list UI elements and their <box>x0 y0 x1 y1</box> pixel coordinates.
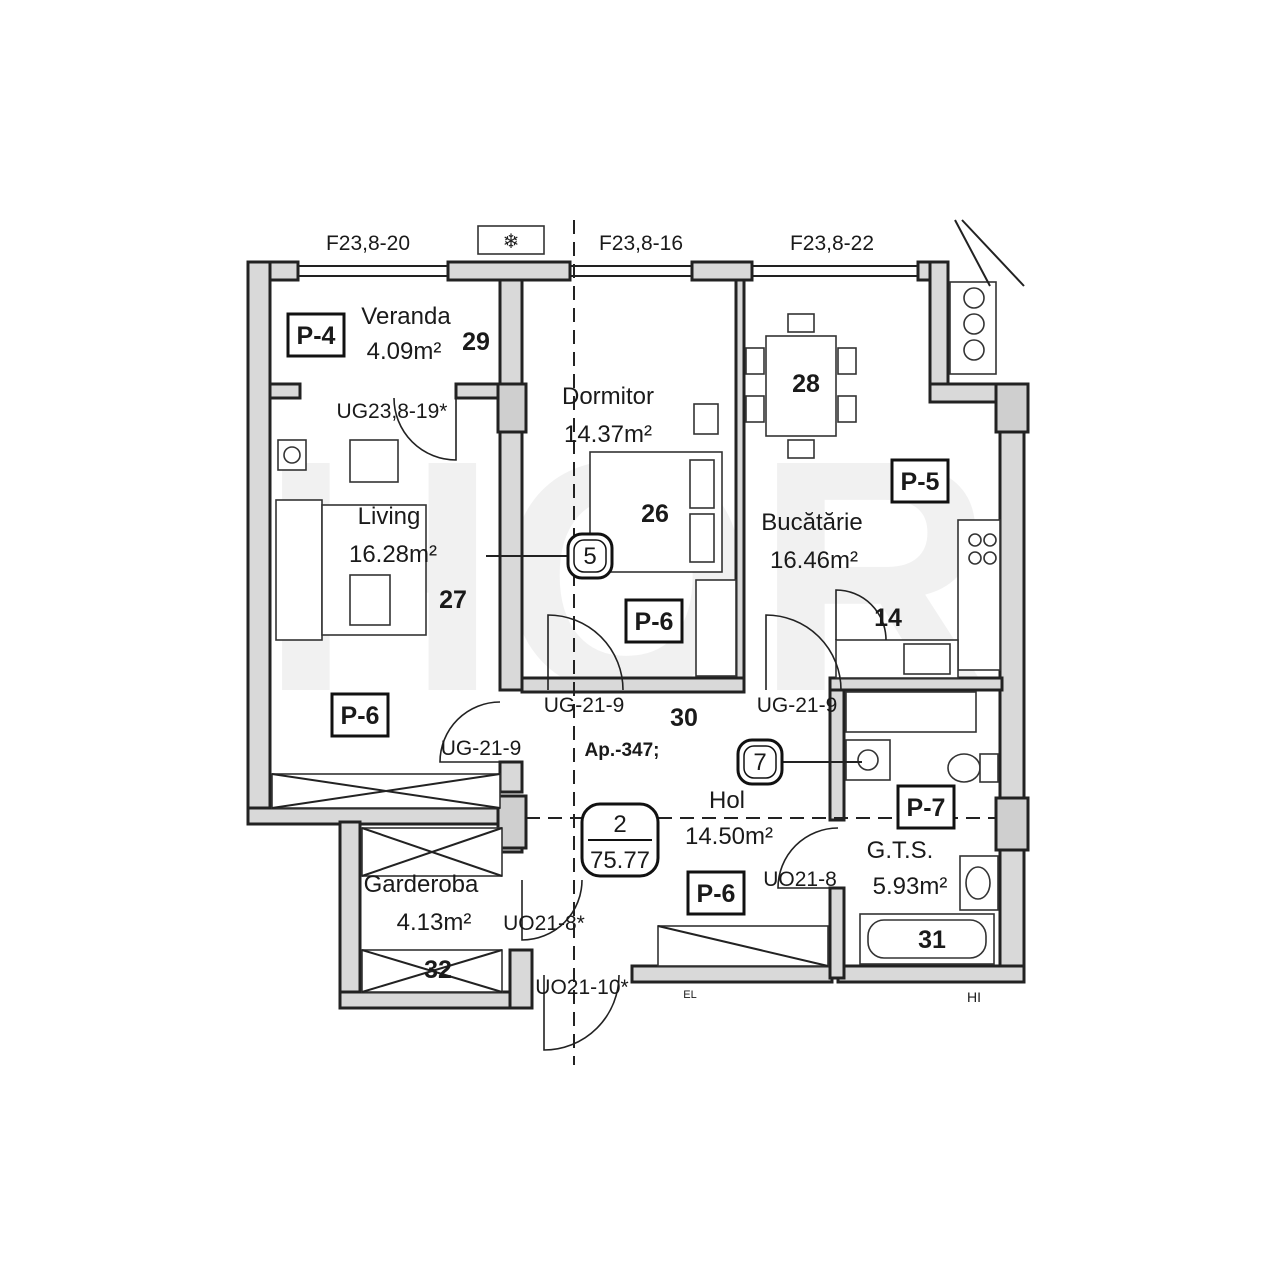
svg-text:P-6: P-6 <box>341 702 380 730</box>
room-name-living: Living <box>358 503 421 530</box>
svg-text:P-5: P-5 <box>901 468 940 496</box>
wardrobe-icon <box>271 773 829 993</box>
svg-text:P-6: P-6 <box>635 608 674 636</box>
room-number-gts: 31 <box>918 926 946 954</box>
door-label: UO21-8* <box>503 912 585 935</box>
svg-text:5: 5 <box>583 543 596 570</box>
svg-text:P-4: P-4 <box>297 322 336 350</box>
svg-text:P-6: P-6 <box>697 880 736 908</box>
room-number-dormitor: 26 <box>641 500 669 528</box>
door-label: UG-21-9 <box>544 694 625 717</box>
tag-p6-hol: P-6 <box>686 870 746 916</box>
inner-walls <box>268 278 1030 980</box>
tag-p4: P-4 <box>286 312 346 358</box>
room-area-gts: 5.93m² <box>873 873 948 900</box>
room-name-dormitor: Dormitor <box>562 383 654 410</box>
tag-p5: P-5 <box>890 458 950 504</box>
outer-walls <box>246 260 1026 1010</box>
ventilation-shaft-icon <box>949 219 1025 375</box>
room-number-veranda: 29 <box>462 328 490 356</box>
ac-unit-icon: ❄ <box>477 225 545 255</box>
mark-el: EL <box>683 989 696 1001</box>
room-area-garderoba: 4.13m² <box>397 909 472 936</box>
door-label: UO21-8 <box>763 868 837 891</box>
room-area-bucatarie: 16.46m² <box>770 547 858 574</box>
tag-p6-living: P-6 <box>330 692 390 738</box>
svg-text:P-7: P-7 <box>907 794 946 822</box>
door-swings <box>393 397 887 1051</box>
svg-text:❄: ❄ <box>503 229 520 253</box>
room-name-veranda: Veranda <box>361 303 451 330</box>
room-name-garderoba: Garderoba <box>364 871 479 898</box>
mark-hi: HI <box>967 989 981 1005</box>
apartment-number: 2 <box>613 811 626 838</box>
tag-p7: P-7 <box>896 784 956 830</box>
marker-5: 5 <box>486 532 614 580</box>
marker-7: 7 <box>736 738 862 786</box>
room-name-hol: Hol <box>709 787 745 814</box>
room-area-veranda: 4.09m² <box>367 338 442 365</box>
tag-p6-dormitor: P-6 <box>624 598 684 644</box>
window-label: F23,8-16 <box>599 232 683 255</box>
room-area-hol: 14.50m² <box>685 823 773 850</box>
room-area-living: 16.28m² <box>349 541 437 568</box>
door-label: UG-21-9 <box>441 737 522 760</box>
door-label: UG-21-9 <box>757 694 838 717</box>
window-label: F23,8-20 <box>326 232 410 255</box>
room-number-living: 27 <box>439 586 467 614</box>
door-label: UG23,8-19* <box>337 400 448 423</box>
window-label: F23,8-22 <box>790 232 874 255</box>
living-furniture <box>275 439 427 641</box>
room-area-dormitor: 14.37m² <box>564 421 652 448</box>
bathroom-fixtures <box>845 691 999 965</box>
door-label: UO21-10* <box>535 976 628 999</box>
apartment-badge: 2 75.77 <box>580 802 660 878</box>
apartment-label: Ap.-347; <box>585 740 660 761</box>
room-number-garderoba: 32 <box>424 956 452 984</box>
dining-table-icon <box>745 313 857 459</box>
room-number-bucatarie: 28 <box>792 370 820 398</box>
svg-text:7: 7 <box>753 749 766 776</box>
room-number-hol: 30 <box>670 704 698 732</box>
kitchen-unit-number: 14 <box>874 604 902 632</box>
kitchen-counter-icon <box>835 519 1001 679</box>
apartment-total-area: 75.77 <box>590 847 650 874</box>
room-name-bucatarie: Bucătărie <box>761 509 862 536</box>
room-name-gts: G.T.S. <box>867 837 934 864</box>
